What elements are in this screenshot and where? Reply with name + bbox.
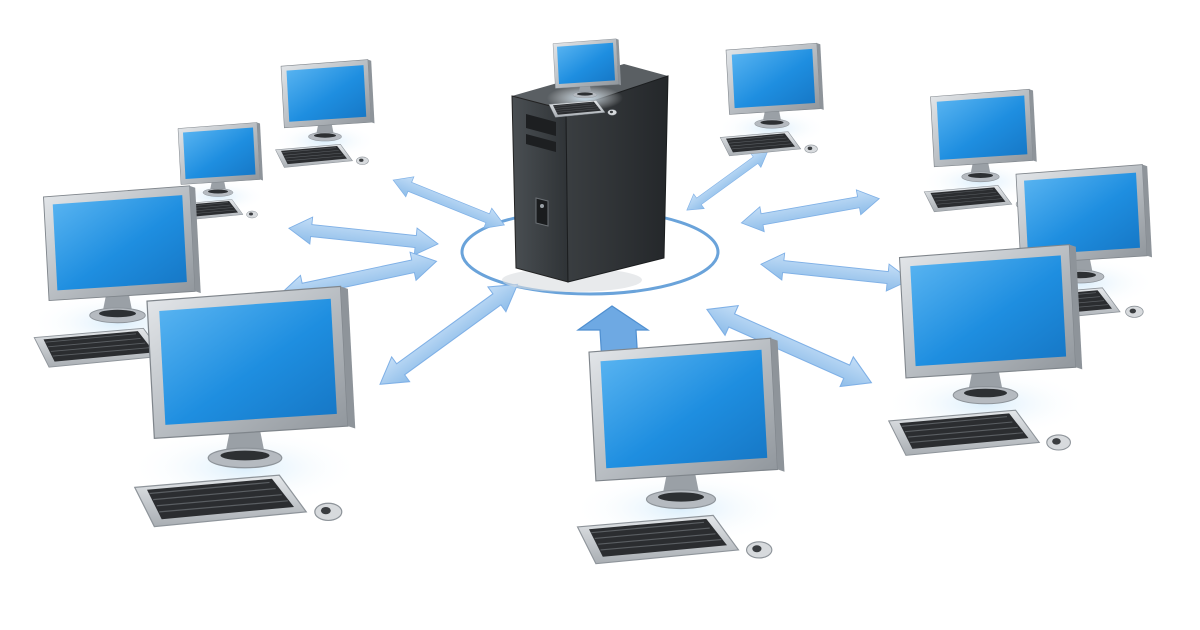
bidirectional-arrow-icon — [370, 271, 528, 398]
computer-workstation-icon — [272, 59, 378, 168]
computer-workstation-icon — [717, 42, 827, 157]
bidirectional-arrow-icon — [738, 185, 882, 236]
computer-workstation-icon — [128, 285, 362, 528]
bidirectional-arrow-icon — [286, 214, 440, 258]
computer-workstation-icon — [882, 244, 1089, 456]
bidirectional-arrow-icon — [758, 250, 912, 294]
computer-workstation-icon — [546, 38, 624, 118]
bidirectional-arrow-icon — [681, 143, 774, 218]
bidirectional-arrow-icon — [388, 169, 509, 236]
computer-workstation-icon — [571, 337, 791, 565]
